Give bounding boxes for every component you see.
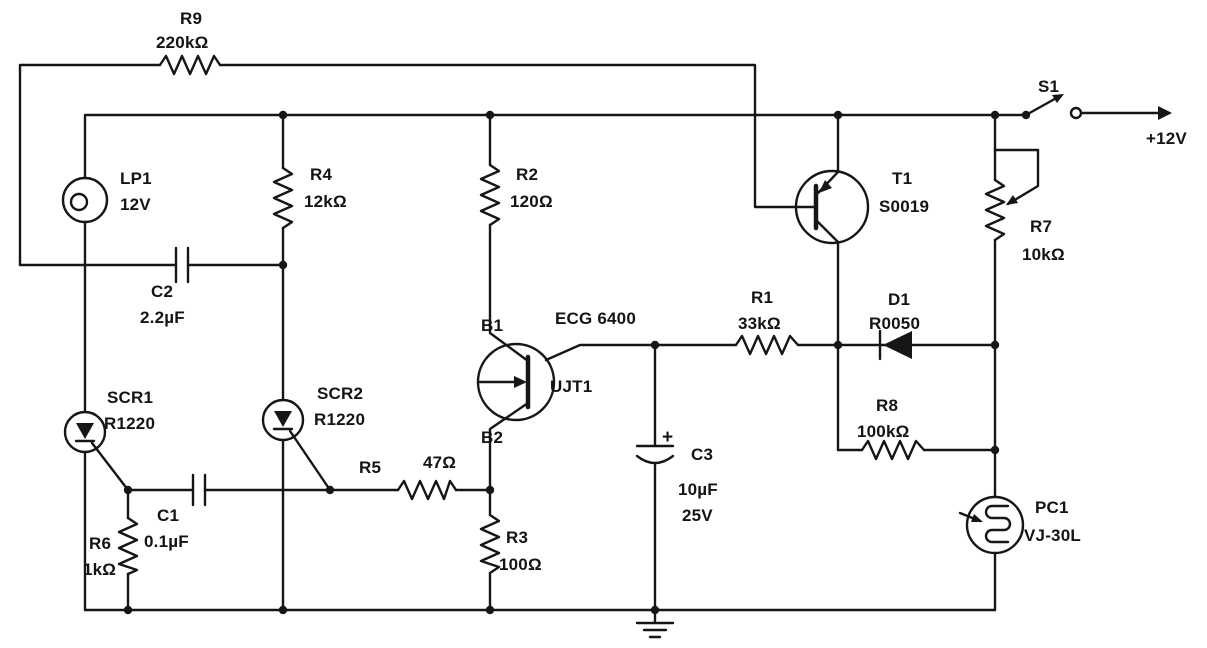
- label-r5-value: 47Ω: [423, 453, 457, 472]
- resistor-r2: [479, 113, 530, 363]
- lamp-lp1: [61, 176, 109, 414]
- scr2-symbol: [261, 398, 332, 612]
- diode-d1: [836, 329, 997, 361]
- label-c1-value: 0.1µF: [144, 532, 189, 551]
- resistor-r1: [734, 334, 840, 356]
- photocell-pc1: [958, 495, 1025, 612]
- transistor-t1: [794, 113, 870, 347]
- label-r4-name: R4: [310, 165, 333, 184]
- label-c3-polarity: +: [662, 427, 674, 448]
- capacitor-c3: [635, 343, 675, 612]
- label-r8-name: R8: [876, 396, 899, 415]
- label-r2-value: 120Ω: [510, 192, 553, 211]
- label-r4-value: 12kΩ: [304, 192, 347, 211]
- label-r2-name: R2: [516, 165, 539, 184]
- label-pc1-name: PC1: [1035, 498, 1069, 517]
- gate-node-wire: [126, 473, 492, 507]
- label-r3-name: R3: [506, 528, 529, 547]
- d1-triangle: [883, 331, 912, 359]
- junction-dots: [123, 110, 1031, 615]
- label-r7-name: R7: [1030, 217, 1053, 236]
- label-t1-value: S0019: [879, 197, 930, 216]
- r7-wiper-arrow: [1006, 195, 1018, 205]
- label-t1-name: T1: [892, 169, 913, 188]
- label-r9-value: 220kΩ: [156, 33, 209, 52]
- label-r8-value: 100kΩ: [857, 422, 910, 441]
- capacitor-c2: [18, 246, 285, 284]
- label-ujt-name: UJT1: [550, 377, 593, 396]
- label-pc1-value: VJ-30L: [1024, 526, 1081, 545]
- label-ujt-b1: B1: [481, 316, 504, 335]
- potentiometer-r7: [984, 113, 1040, 499]
- label-supply: +12V: [1146, 129, 1187, 148]
- label-scr2-value: R1220: [314, 410, 366, 429]
- t1-emitter-arrow: [819, 180, 832, 193]
- label-d1-name: D1: [888, 290, 911, 309]
- label-r1-value: 33kΩ: [738, 314, 781, 333]
- ujt-emitter-arrow: [514, 376, 527, 388]
- scr2-triangle: [274, 411, 292, 427]
- ujt1-symbol: [476, 342, 738, 492]
- top-rail-wire: [83, 113, 997, 180]
- resistor-r3: [479, 488, 501, 612]
- supply-arrow: [1158, 106, 1172, 120]
- label-c2-name: C2: [151, 282, 174, 301]
- label-lp1-value: 12V: [120, 195, 151, 214]
- pc1-light-arrow: [971, 514, 983, 522]
- scr1-symbol: [63, 410, 130, 612]
- label-c1-name: C1: [157, 506, 180, 525]
- label-c3-value: 10µF: [678, 480, 718, 499]
- label-r6-value: 1kΩ: [83, 560, 117, 579]
- resistor-r4: [272, 113, 294, 402]
- label-scr2-name: SCR2: [317, 384, 364, 403]
- resistor-r6: [117, 488, 139, 612]
- scr1-triangle: [76, 423, 94, 439]
- label-r6-name: R6: [89, 534, 112, 553]
- label-c3-name: C3: [691, 445, 714, 464]
- resistor-r8: [836, 343, 997, 461]
- label-r7-value: 10kΩ: [1022, 245, 1065, 264]
- label-lp1-name: LP1: [120, 169, 152, 188]
- label-scr1-name: SCR1: [107, 388, 154, 407]
- label-c2-value: 2.2µF: [140, 308, 185, 327]
- label-d1-value: R0050: [869, 314, 921, 333]
- switch-s1: [993, 94, 1162, 120]
- label-s1: S1: [1038, 77, 1060, 96]
- resistor-r9: [18, 54, 816, 267]
- label-ujt-part: ECG 6400: [555, 309, 636, 328]
- label-c3-voltage: 25V: [682, 506, 713, 525]
- s1-blade-arrow: [1052, 94, 1064, 103]
- label-r3-value: 100Ω: [499, 555, 542, 574]
- label-scr1-value: R1220: [104, 414, 156, 433]
- label-r9-name: R9: [180, 9, 203, 28]
- label-r5-name: R5: [359, 458, 382, 477]
- label-ujt-b2: B2: [481, 428, 504, 447]
- label-r1-name: R1: [751, 288, 774, 307]
